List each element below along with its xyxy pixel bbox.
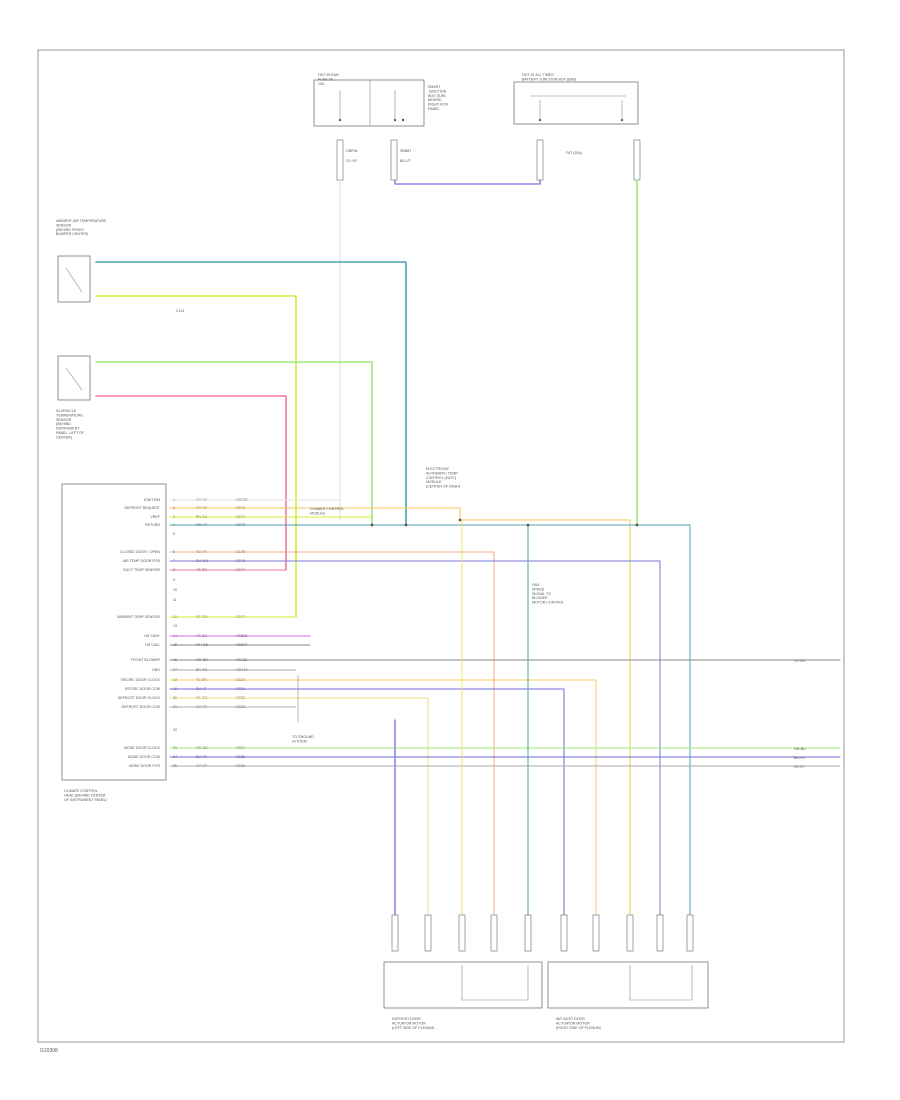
wire-ambient-yg xyxy=(95,295,297,618)
pin-name: RETURN xyxy=(145,523,160,527)
pin-name: CLOSED DOOR / OPEN xyxy=(120,550,160,554)
wire-pin6 xyxy=(169,551,495,916)
wire-invehicle-green xyxy=(95,361,373,526)
pin-name: HS CAN+ xyxy=(144,634,160,638)
top-wire-label-3: GY-YE xyxy=(346,159,357,163)
right-label-2: GN-BU xyxy=(794,747,806,751)
wire-ambient-teal xyxy=(95,261,407,526)
pin-number: 13 xyxy=(173,624,177,628)
pin-name: MODE DOOR CLOCK xyxy=(124,746,161,750)
top-wire-label-1: CBP26 xyxy=(346,149,357,153)
pin-name: RECIRC DOOR CLOCK xyxy=(121,678,161,682)
pin-number: 5 xyxy=(173,532,175,536)
top-terminals xyxy=(336,139,641,181)
pin-name: FRONT BLOWER xyxy=(131,658,160,662)
pin-row: 11 xyxy=(173,598,177,602)
pin-name: RECIRC DOOR CCW xyxy=(125,687,161,691)
pin-name: DEFROST REQUEST xyxy=(125,506,161,510)
pin-name: GND xyxy=(152,668,160,672)
wire-pin20 xyxy=(169,697,429,916)
wire-pin18 xyxy=(169,679,597,916)
wire-invehicle-pink xyxy=(95,395,287,571)
right-label-4: GY-VT xyxy=(794,765,805,769)
pin-number: 11 xyxy=(173,598,177,602)
right-label-3: BU-GY xyxy=(794,756,806,760)
right-label-1: VT-OG xyxy=(794,659,805,663)
pin-name: HS CAN- xyxy=(145,643,161,647)
pin-row: 22 xyxy=(173,728,177,732)
pin-name: MODE DOOR CCW xyxy=(128,755,161,759)
diagram-frame xyxy=(37,49,845,1043)
pin-name: MODE DOOR POS xyxy=(129,764,161,768)
wire-pin4 xyxy=(169,524,691,916)
pin-name: IGNITION xyxy=(144,498,160,502)
pin-name: AIR TEMP DOOR POS xyxy=(123,559,161,563)
pin-number: 10 xyxy=(173,588,177,592)
bottom-terminals xyxy=(391,914,694,952)
pin-row: 9 xyxy=(173,578,175,582)
wire-pin19 xyxy=(169,688,565,916)
pin-name: AMBIENT TEMP SENSOR xyxy=(117,615,160,619)
wire-fuse-bjb xyxy=(394,179,541,185)
top-wire-label-4: BU-VT xyxy=(400,159,412,163)
pin-name: DEFROST DOOR CCW xyxy=(122,705,161,709)
pin-row: 5 xyxy=(173,532,175,536)
pin-row: 13 xyxy=(173,624,177,628)
ambient-sensor-sub: C114 xyxy=(176,309,184,313)
wire-pin7 xyxy=(169,560,661,916)
pin-number: 22 xyxy=(173,728,177,732)
pin-number: 9 xyxy=(173,578,175,582)
footer-code: G10308 xyxy=(40,1048,58,1054)
bjb-sub: F87 (20A) xyxy=(566,151,582,155)
pin-name: VREF xyxy=(150,515,160,519)
pin-name: DUCT TEMP SENSOR xyxy=(123,568,160,572)
top-wire-label-2: SBB87 xyxy=(400,149,411,153)
pin-name: DEFROST DOOR CLOCK xyxy=(118,696,161,700)
pin-row: 10 xyxy=(173,588,177,592)
junction-dots xyxy=(370,518,639,527)
